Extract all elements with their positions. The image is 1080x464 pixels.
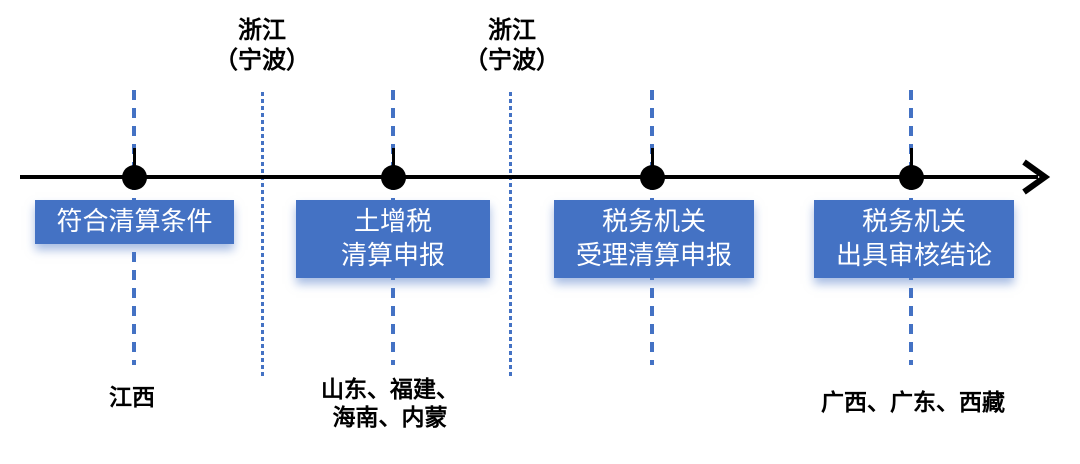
separator-label-1-line-1: 浙江 [238, 18, 286, 44]
milestone-2-region-line-2: 海南、内蒙 [332, 405, 448, 430]
milestone-4-region-label: 广西、广东、西藏 [763, 389, 1063, 417]
milestone-4-region-line-1: 广西、广东、西藏 [821, 390, 1005, 415]
separator-dotted-line-1 [261, 92, 264, 378]
separator-dotted-line-2 [509, 92, 512, 378]
milestone-3-box-label-line-2: 受理清算申报 [575, 241, 732, 270]
milestone-4-box: 税务机关 出具审核结论 [814, 200, 1014, 278]
milestone-2-region-label: 山东、福建、 海南、内蒙 [290, 376, 490, 432]
milestone-2-region-line-1: 山东、福建、 [321, 377, 459, 402]
milestone-4-box-label-line-2: 出具审核结论 [835, 241, 992, 270]
milestone-1-box-label: 符合清算条件 [56, 207, 213, 236]
separator-label-2: 浙江 （宁波） [422, 16, 602, 76]
milestone-3-stem [651, 148, 654, 178]
milestone-3-box-label-line-1: 税务机关 [601, 207, 706, 236]
milestone-2-box-label-line-2: 清算申报 [340, 241, 445, 270]
separator-label-2-line-1: 浙江 [488, 18, 536, 44]
milestone-1-region-line-1: 江西 [109, 385, 155, 410]
milestone-4-box-label-line-1: 税务机关 [861, 207, 966, 236]
milestone-4-dot [899, 165, 924, 190]
milestone-2-box-label-line-1: 土增税 [353, 207, 432, 236]
milestone-2-box: 土增税 清算申报 [296, 200, 490, 278]
separator-label-2-line-2: （宁波） [464, 48, 560, 74]
milestone-2-dot [381, 165, 406, 190]
milestone-1-region-label: 江西 [32, 384, 232, 412]
milestone-1-box: 符合清算条件 [35, 200, 234, 244]
milestone-2-stem [392, 148, 395, 178]
separator-label-1-line-2: （宁波） [214, 48, 310, 74]
milestone-1-stem [133, 148, 136, 178]
milestone-3-dot [640, 165, 665, 190]
milestone-3-box: 税务机关 受理清算申报 [554, 200, 754, 278]
separator-label-1: 浙江 （宁波） [172, 16, 352, 76]
timeline-arrow [20, 159, 1051, 195]
milestone-1-dot [122, 165, 147, 190]
milestone-4-stem [910, 148, 913, 178]
